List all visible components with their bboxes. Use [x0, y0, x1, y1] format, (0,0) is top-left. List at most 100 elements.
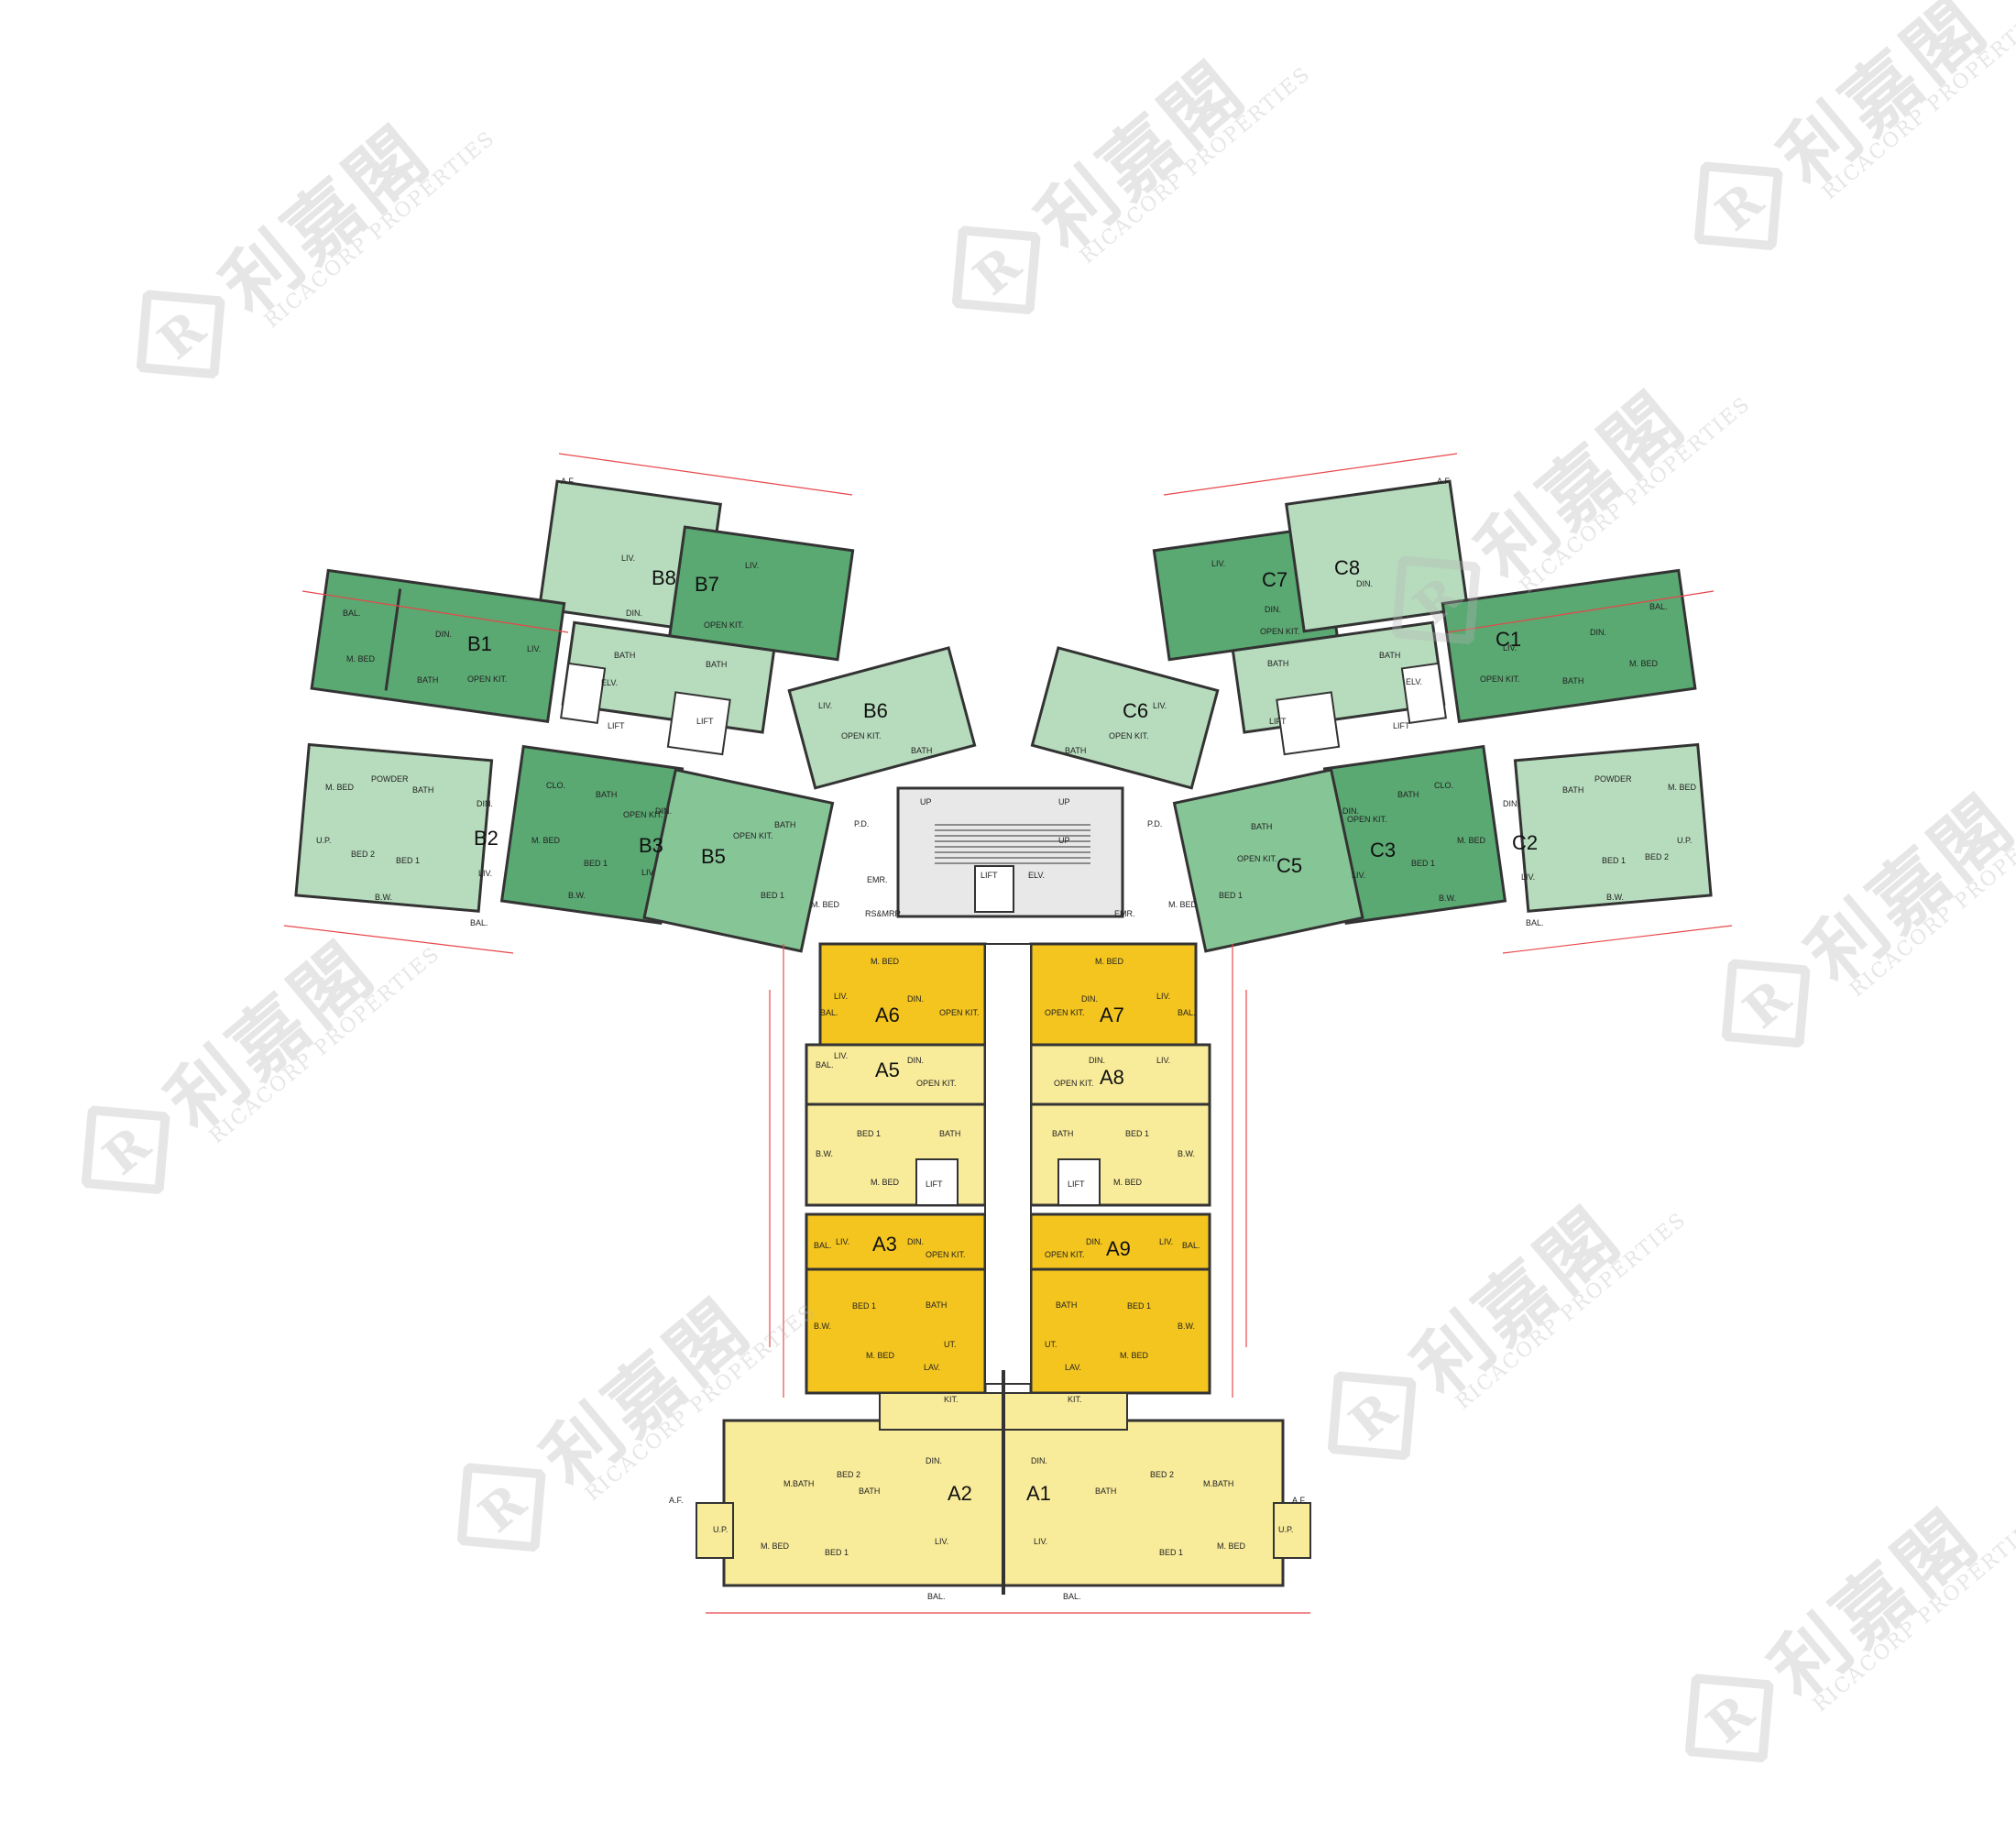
- unit-b3: B3: [639, 834, 663, 857]
- svg-text:M. BED: M. BED: [1668, 783, 1697, 792]
- svg-text:M. BED: M. BED: [811, 900, 840, 909]
- svg-text:B.W.: B.W.: [1178, 1149, 1195, 1158]
- svg-text:UT.: UT.: [1045, 1340, 1057, 1349]
- svg-text:BAL.: BAL.: [470, 918, 488, 927]
- svg-text:LIV.: LIV.: [1153, 701, 1167, 710]
- unit-a1: A1: [1026, 1482, 1051, 1505]
- svg-text:DIN.: DIN.: [1356, 579, 1373, 588]
- svg-text:LIV.: LIV.: [1352, 871, 1365, 880]
- stair-up-label-3: UP: [1058, 836, 1070, 845]
- svg-text:BATH: BATH: [1056, 1300, 1077, 1310]
- unit-b2: B2: [474, 827, 499, 850]
- svg-text:B.W.: B.W.: [1178, 1322, 1195, 1331]
- svg-text:BATH: BATH: [706, 660, 727, 669]
- svg-text:POWDER: POWDER: [1594, 774, 1632, 784]
- svg-text:A.F.: A.F.: [1437, 477, 1452, 486]
- unit-c7: C7: [1262, 568, 1287, 591]
- svg-text:M. BED: M. BED: [346, 654, 376, 664]
- svg-text:DIN.: DIN.: [1086, 1237, 1102, 1246]
- svg-text:M. BED: M. BED: [1217, 1541, 1246, 1551]
- left-wing: [294, 479, 977, 953]
- svg-text:BAL.: BAL.: [1063, 1592, 1081, 1601]
- unit-c2: C2: [1512, 831, 1538, 854]
- unit-c3: C3: [1370, 839, 1396, 861]
- svg-text:BED 1: BED 1: [825, 1548, 849, 1557]
- svg-text:BATH: BATH: [1052, 1129, 1073, 1138]
- svg-text:OPEN KIT.: OPEN KIT.: [1109, 731, 1149, 740]
- unit-a6: A6: [875, 1004, 900, 1026]
- unit-c6: C6: [1123, 699, 1148, 722]
- svg-text:CLO.: CLO.: [1434, 781, 1453, 790]
- svg-text:BED 1: BED 1: [1125, 1129, 1149, 1138]
- svg-text:BAL.: BAL.: [927, 1592, 946, 1601]
- svg-text:LIV.: LIV.: [834, 992, 848, 1001]
- unit-c1: C1: [1496, 628, 1521, 651]
- svg-text:OPEN KIT.: OPEN KIT.: [926, 1250, 966, 1259]
- svg-text:U.P.: U.P.: [1278, 1525, 1293, 1534]
- svg-text:LIV.: LIV.: [641, 868, 655, 877]
- svg-text:BATH: BATH: [1251, 822, 1272, 831]
- svg-text:M. BED: M. BED: [866, 1351, 895, 1360]
- unit-a7: A7: [1100, 1004, 1124, 1026]
- svg-text:BATH: BATH: [859, 1486, 880, 1496]
- core-emr-label-2: EMR.: [1114, 909, 1135, 918]
- svg-text:BED 1: BED 1: [852, 1301, 876, 1311]
- core-elv-label: ELV.: [1028, 871, 1045, 880]
- svg-text:LIV.: LIV.: [1034, 1537, 1047, 1546]
- svg-text:OPEN KIT.: OPEN KIT.: [1260, 627, 1300, 636]
- svg-text:M. BED: M. BED: [871, 957, 900, 966]
- svg-text:BAL.: BAL.: [816, 1060, 834, 1070]
- svg-text:CLO.: CLO.: [546, 781, 565, 790]
- central-core: UP UP UP LIFT ELV. EMR. EMR. RS&MRR P.D.…: [854, 786, 1162, 918]
- svg-text:OPEN KIT.: OPEN KIT.: [1347, 815, 1387, 824]
- svg-text:LIFT: LIFT: [608, 721, 625, 730]
- svg-text:M. BED: M. BED: [325, 783, 355, 792]
- svg-text:POWDER: POWDER: [371, 774, 409, 784]
- svg-text:ELV.: ELV.: [601, 678, 618, 687]
- svg-text:LIV.: LIV.: [1159, 1237, 1173, 1246]
- svg-text:BATH: BATH: [774, 820, 795, 829]
- svg-text:DIN.: DIN.: [1265, 605, 1281, 614]
- svg-text:DIN.: DIN.: [1342, 806, 1359, 816]
- svg-text:BED 1: BED 1: [857, 1129, 881, 1138]
- svg-text:U.P.: U.P.: [1677, 836, 1692, 845]
- svg-text:BED 1: BED 1: [396, 856, 420, 865]
- svg-text:OPEN KIT.: OPEN KIT.: [841, 731, 882, 740]
- core-emr-label: EMR.: [867, 875, 888, 884]
- svg-text:BED 1: BED 1: [584, 859, 608, 868]
- svg-text:DIN.: DIN.: [926, 1456, 942, 1465]
- svg-text:LIFT: LIFT: [1269, 717, 1287, 726]
- svg-text:BATH: BATH: [1267, 659, 1288, 668]
- svg-text:BATH: BATH: [596, 790, 617, 799]
- svg-text:ELV.: ELV.: [1406, 677, 1422, 686]
- svg-text:BATH: BATH: [417, 675, 438, 685]
- svg-text:DIN.: DIN.: [907, 994, 924, 1004]
- svg-text:BED 1: BED 1: [1411, 859, 1435, 868]
- core-pd-label: P.D.: [854, 819, 869, 828]
- svg-text:BAL.: BAL.: [343, 609, 361, 618]
- unit-a5: A5: [875, 1059, 900, 1081]
- svg-text:LIV.: LIV.: [836, 1237, 849, 1246]
- dimension-lines: [283, 453, 1733, 1614]
- svg-text:DIN.: DIN.: [1089, 1056, 1105, 1065]
- svg-text:M. BED: M. BED: [531, 836, 561, 845]
- svg-text:DIN.: DIN.: [477, 799, 493, 808]
- svg-text:BATH: BATH: [1397, 790, 1419, 799]
- svg-text:LIFT: LIFT: [1393, 721, 1410, 730]
- svg-text:DIN.: DIN.: [626, 609, 642, 618]
- svg-text:DIN.: DIN.: [435, 630, 452, 639]
- stair-up-label-2: UP: [1058, 797, 1070, 806]
- svg-text:A.F.: A.F.: [1292, 1496, 1307, 1505]
- svg-text:BATH: BATH: [614, 651, 635, 660]
- svg-text:KIT.: KIT.: [1068, 1395, 1082, 1404]
- svg-text:B.W.: B.W.: [375, 893, 392, 902]
- svg-text:BATH: BATH: [939, 1129, 960, 1138]
- unit-a8: A8: [1100, 1066, 1124, 1089]
- svg-text:B.W.: B.W.: [1439, 894, 1456, 903]
- svg-text:BATH: BATH: [926, 1300, 947, 1310]
- svg-text:LIV.: LIV.: [1156, 992, 1170, 1001]
- svg-text:BAL.: BAL.: [814, 1241, 832, 1250]
- svg-text:BAL.: BAL.: [1526, 918, 1544, 927]
- svg-text:BATH: BATH: [1562, 785, 1583, 795]
- svg-text:LIFT: LIFT: [1068, 1179, 1085, 1189]
